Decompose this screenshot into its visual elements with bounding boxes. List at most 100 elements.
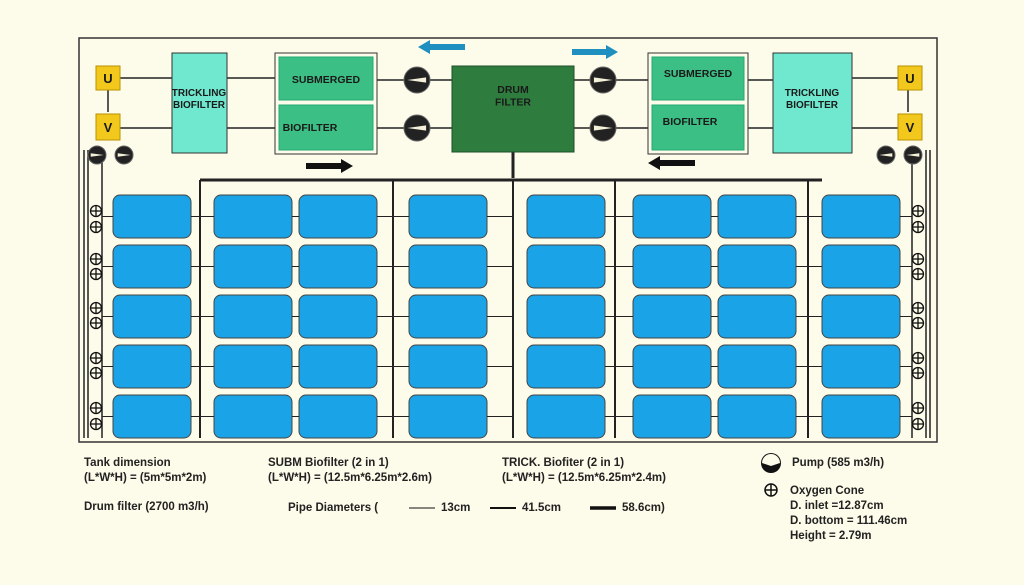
pump-icon [589,114,617,142]
flow-arrows [306,40,695,173]
oxygen-cone-icon [89,401,103,415]
fish-tank [717,194,797,239]
oxygen-cone-icon [89,252,103,266]
fish-tank [298,344,378,389]
fish-tank [298,194,378,239]
oxygen-cone-icon [89,366,103,380]
pump-icon [87,145,107,165]
fish-tank [717,294,797,339]
drum-filter [451,65,575,153]
oxygen-cone-icon [911,267,925,281]
submerged-left-label: SUBMERGED [292,74,361,86]
fish-tank [821,344,901,389]
oxygen-cone-icon [89,351,103,365]
legend-pump: Pump (585 m3/h) [792,457,885,469]
legend-pipe-41cm: 41.5cm [522,502,562,514]
oxygen-cone-icon [911,301,925,315]
oxygen-cone-icon [911,316,925,330]
main-pipes [83,77,931,438]
fish-tank [112,394,192,439]
fish-tank [632,344,712,389]
pump-icon [876,145,896,165]
flow-arrow-right-icon [572,45,618,59]
fish-tank [213,294,293,339]
valve-v-right-label: V [906,120,915,135]
oxygen-cone-icon [911,252,925,266]
legend-oxygen-cone: Oxygen Cone D. inlet =12.87cm D. bottom … [790,485,908,542]
fish-tank [632,394,712,439]
fish-tank [526,294,606,339]
fish-tank [408,394,488,439]
flow-arrow-right-bottom-icon [306,159,353,173]
fish-tank [112,344,192,389]
valve-v-left [95,113,121,141]
oxygen-cone-icon [89,204,103,218]
legend-subm-biofilter: SUBM Biofilter (2 in 1) (L*W*H) = (12.5m… [268,457,432,484]
fish-tank [717,244,797,289]
legend-tank-dimension: Tank dimension (L*W*H) = (5m*5m*2m) [84,457,207,484]
submerged-biofilter-left-bottom [278,104,374,151]
pump-icon [903,145,923,165]
fish-tank [526,394,606,439]
legend-pipe-58cm: 58.6cm) [622,502,665,514]
fish-tank [821,394,901,439]
fish-tank [112,294,192,339]
oxygen-cone-icon [911,401,925,415]
fish-tank [526,344,606,389]
fish-tank [717,344,797,389]
trickling-biofilter-left [171,52,228,154]
fish-tank [213,194,293,239]
fish-tank [408,244,488,289]
oxygen-cone-icon [89,316,103,330]
biofilter-right-label: BIOFILTER [663,116,718,128]
fish-tank [526,244,606,289]
fish-tank [112,194,192,239]
oxygen-cone-icon [89,417,103,431]
oxygen-cone-icon [911,351,925,365]
submerged-biofilter-right-bottom [651,104,745,151]
oxygen-cone-icon [89,267,103,281]
flow-arrow-left-bottom-icon [648,156,695,170]
fish-tanks [102,194,912,439]
legend-pipe-13cm: 13cm [441,502,471,514]
oxygen-cone-icon [911,366,925,380]
legend-trick-biofilter: TRICK. Biofiter (2 in 1) (L*W*H) = (12.5… [502,457,666,484]
fish-tank [821,294,901,339]
trickling-biofilter-right [772,52,853,154]
system-frame [78,37,938,443]
pump-icon [589,66,617,94]
flow-arrow-left-icon [418,40,465,54]
oxygen-cone-icon [911,204,925,218]
biofilter-left-label: BIOFILTER [283,122,338,134]
fish-tank [213,344,293,389]
submerged-biofilter-left-top [278,56,374,101]
legend-graphics [409,453,781,510]
fish-tank [632,244,712,289]
legend-drum-filter: Drum filter (2700 m3/h) [84,501,209,513]
oxygen-cones [89,204,925,431]
fish-tank [821,244,901,289]
valve-v-right [897,113,923,141]
valve-u-left-label: U [103,71,112,86]
fish-tank [632,194,712,239]
fish-tank [112,244,192,289]
fish-tank [408,294,488,339]
submerged-biofilter-right-top [651,56,745,101]
oxygen-cone-icon [911,220,925,234]
fish-tank [213,394,293,439]
fish-tank [526,194,606,239]
pump-icon [403,114,431,142]
fish-tank [408,194,488,239]
oxygen-cone-icon [89,301,103,315]
valve-u-left [95,65,121,91]
fish-tank [632,294,712,339]
oxygen-cone-icon [911,417,925,431]
fish-tank [717,394,797,439]
fish-tank [298,394,378,439]
valve-u-right [897,65,923,91]
